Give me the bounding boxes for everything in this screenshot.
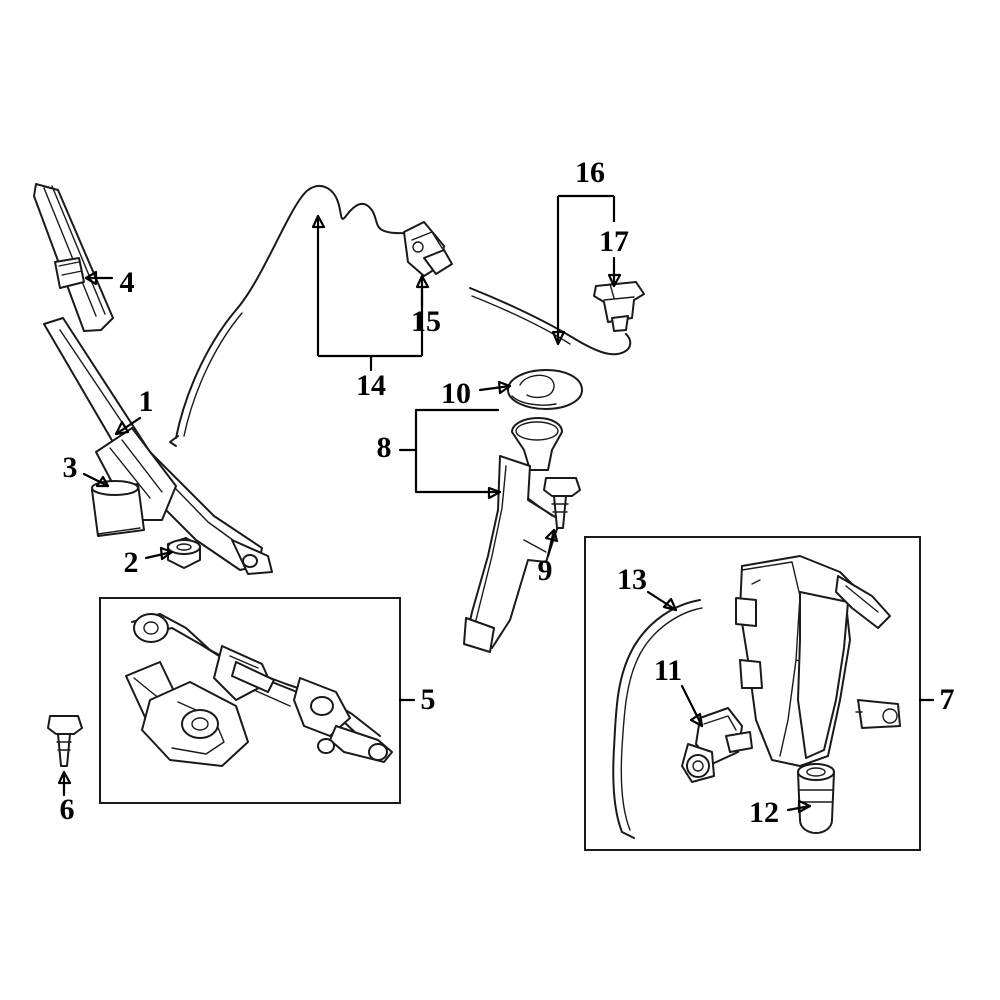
washer-reservoir-group-box: [584, 536, 921, 851]
callout-4: 4: [120, 266, 135, 299]
wiper-arm: [43, 317, 273, 575]
arrow-14: [311, 214, 326, 229]
washer-hose-assembly: [169, 184, 415, 447]
arrow-11: [689, 712, 704, 728]
wiper-motor-and-linkage-assembly: [125, 613, 393, 767]
filler-neck-bolt: [543, 477, 581, 529]
callout-13: 13: [617, 563, 647, 596]
hose-clip-connector: [403, 221, 453, 277]
wiper-arm-cap: [91, 480, 145, 537]
callout-2: 2: [124, 546, 139, 579]
washer-pump: [681, 707, 753, 783]
washer-pump-grommet: [797, 763, 835, 834]
leader-9: [546, 528, 556, 558]
callout-16: 16: [575, 156, 605, 189]
arrow-8: [487, 486, 502, 500]
leader-1: [114, 416, 142, 436]
arrow-3: [95, 475, 110, 488]
arrow-2: [159, 546, 174, 561]
arrow-10: [497, 380, 512, 395]
wiper-arm-nut: [167, 537, 201, 569]
leader-3: [82, 472, 110, 488]
arrow-6: [57, 770, 72, 785]
arrow-15: [415, 274, 430, 289]
callout-1: 1: [139, 385, 154, 418]
arrow-4: [84, 270, 98, 286]
motor-mount-bolt: [47, 715, 83, 767]
arrow-9: [544, 528, 559, 543]
callout-5: 5: [421, 683, 436, 716]
callout-6: 6: [60, 793, 75, 826]
callout-10: 10: [441, 377, 471, 410]
callout-17: 17: [599, 225, 629, 258]
callout-15: 15: [411, 305, 441, 338]
callout-9: 9: [538, 554, 553, 587]
washer-reservoir-assembly: [735, 555, 901, 767]
leader-13: [646, 590, 678, 612]
arrow-13: [662, 597, 678, 612]
callout-12: 12: [749, 796, 779, 829]
callout-8: 8: [377, 431, 392, 464]
leader-2: [144, 550, 174, 560]
arrow-17: [607, 273, 622, 288]
callout-3: 3: [63, 451, 78, 484]
callout-7: 7: [940, 683, 955, 716]
reservoir-cap: [507, 369, 583, 410]
washer-nozzle: [593, 281, 645, 332]
callout-11: 11: [654, 654, 682, 687]
washer-hose-reservoir: [612, 599, 703, 839]
callout-14: 14: [356, 369, 386, 402]
leader-11: [680, 684, 704, 728]
arrow-16: [551, 330, 566, 346]
arrow-1: [114, 420, 130, 436]
leader-10: [478, 384, 512, 392]
filler-neck-assembly: [463, 417, 563, 653]
wiper-blade: [33, 183, 114, 332]
arrow-12: [797, 799, 812, 814]
